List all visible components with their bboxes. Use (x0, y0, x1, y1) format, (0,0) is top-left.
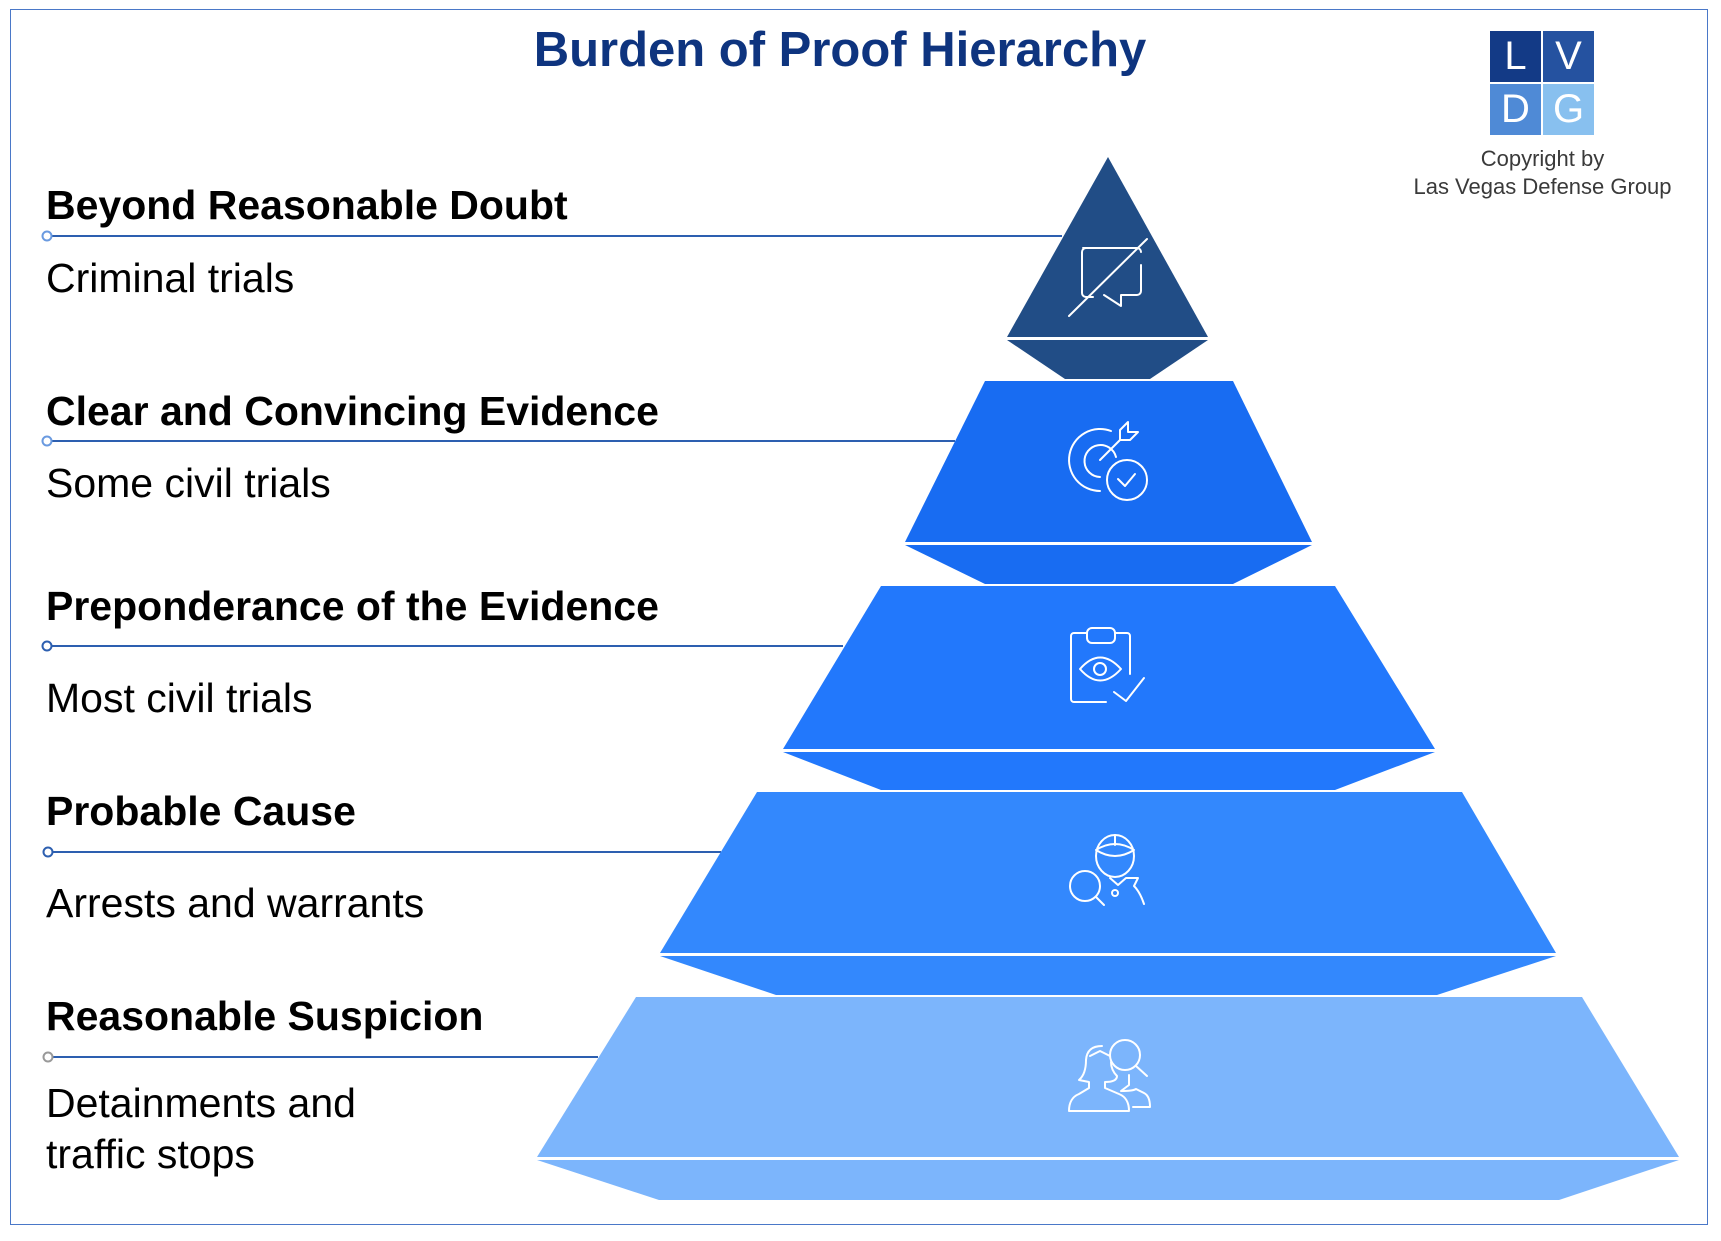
target-check-icon (1068, 421, 1148, 501)
leader-dot (41, 230, 53, 242)
tier-description-line: traffic stops (46, 1131, 255, 1177)
tier-description: Detainments and traffic stops (46, 1078, 356, 1180)
logo-letter: L (1490, 31, 1541, 82)
officer-search-icon (1069, 834, 1145, 906)
tier-description-line: Detainments and (46, 1080, 356, 1126)
logo-letter: G (1543, 84, 1594, 135)
lvdg-logo: L V D G (1490, 31, 1594, 135)
tier-description: Some civil trials (46, 460, 331, 506)
page-title: Burden of Proof Hierarchy (533, 23, 1147, 77)
logo-letter: V (1543, 31, 1594, 82)
leader-dot (42, 1051, 54, 1063)
leader-dot (41, 435, 53, 447)
diagram-frame (10, 9, 1708, 1225)
tier-heading: Clear and Convincing Evidence (46, 388, 659, 434)
tier-beyond-reasonable-doubt (1007, 157, 1208, 379)
leader-dot (41, 640, 53, 652)
tier-description: Most civil trials (46, 675, 313, 721)
tier-heading: Probable Cause (46, 788, 356, 834)
tier-reasonable-suspicion (537, 997, 1679, 1200)
copyright: Copyright by Las Vegas Defense Group (1390, 145, 1695, 201)
people-search-icon (1068, 1039, 1151, 1112)
tier-heading: Beyond Reasonable Doubt (46, 182, 568, 228)
no-comment-icon (1068, 238, 1148, 317)
logo-letter: D (1490, 84, 1541, 135)
leader-dot (42, 846, 54, 858)
copyright-line1: Copyright by (1480, 146, 1605, 171)
tier-preponderance (783, 586, 1435, 790)
tier-description: Criminal trials (46, 255, 295, 301)
tier-probable-cause (660, 792, 1556, 995)
tier-clear-and-convincing (905, 381, 1312, 584)
tier-description: Arrests and warrants (46, 880, 425, 926)
clipboard-eye-check-icon (1070, 627, 1145, 703)
copyright-line2: Las Vegas Defense Group (1413, 174, 1672, 199)
tier-heading: Reasonable Suspicion (46, 993, 484, 1039)
tier-heading: Preponderance of the Evidence (46, 583, 659, 629)
